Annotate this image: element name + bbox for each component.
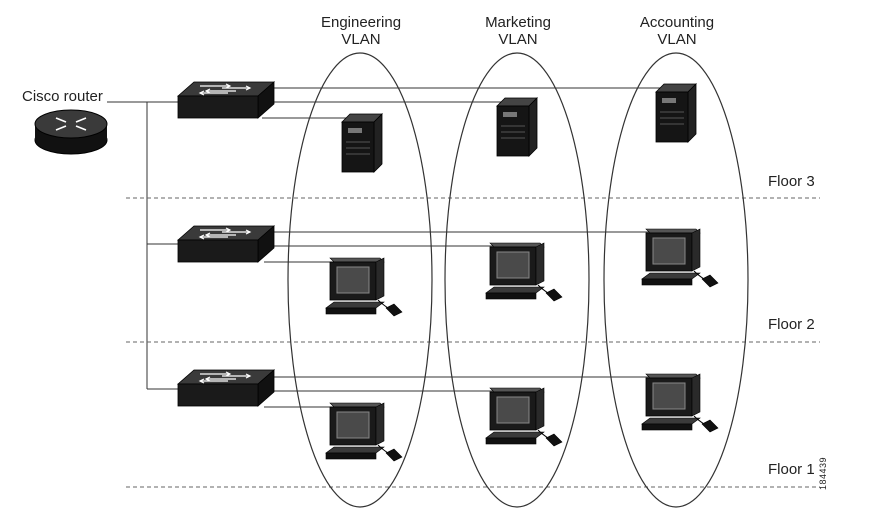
switch-icon <box>177 369 275 407</box>
floor-separators <box>126 197 820 488</box>
workstation-icon <box>485 387 563 447</box>
server-icon <box>655 83 697 143</box>
accounting-vlan-ellipse <box>603 52 749 508</box>
workstation-icon <box>325 257 403 317</box>
workstation-icon <box>641 373 719 433</box>
switch-icon <box>177 81 275 119</box>
floor-2-label: Floor 2 <box>768 316 815 333</box>
server-icon <box>341 113 383 173</box>
floor-1-label: Floor 1 <box>768 461 815 478</box>
backbone-links <box>107 101 180 390</box>
router-icon <box>34 109 108 155</box>
marketing-vlan-ellipse <box>444 52 590 508</box>
workstation-icon <box>485 242 563 302</box>
floor-3-label: Floor 3 <box>768 173 815 190</box>
workstation-icon <box>325 402 403 462</box>
engineering-vlan-ellipse <box>287 52 433 508</box>
vlan-links <box>262 87 668 408</box>
server-icon <box>496 97 538 157</box>
figure-id: 184439 <box>818 456 828 490</box>
router-label: Cisco router <box>22 88 103 105</box>
workstation-icon <box>641 228 719 288</box>
switch-icon <box>177 225 275 263</box>
